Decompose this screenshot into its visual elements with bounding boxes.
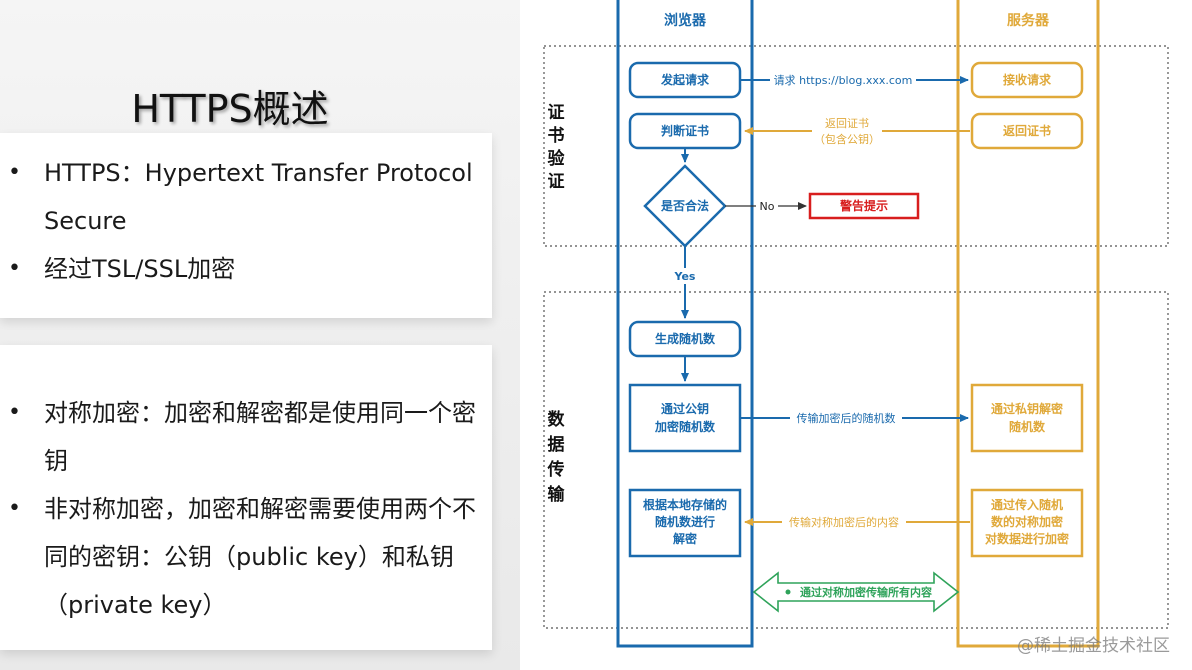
warning-label: 警告提示 <box>839 198 888 213</box>
bullet-text: 经过TSL/SSL加密 <box>44 255 236 283</box>
bullet-card-https: • HTTPS：Hypertext Transfer Protocol Secur… <box>0 133 492 318</box>
section-char: 证 <box>548 103 565 123</box>
decrypt-private-key-node <box>970 383 1084 453</box>
section-char: 书 <box>548 126 565 146</box>
edge-label-bg <box>670 268 700 284</box>
browser-decrypt-label-3: 解密 <box>673 531 697 546</box>
server-encrypt-label-3: 对数据进行加密 <box>985 531 1069 546</box>
section-char: 数 <box>548 409 566 430</box>
bullet-text: HTTPS：Hypertext Transfer Protocol Secure <box>44 159 473 235</box>
send-request-node <box>628 61 742 99</box>
encrypt-public-key-label-1: 通过公钥 <box>661 401 709 416</box>
bullet-dot: • <box>8 400 21 425</box>
send-request-label: 发起请求 <box>660 72 710 87</box>
edge-label-bg <box>812 115 882 147</box>
browser-decrypt-label-2: 随机数进行 <box>655 514 715 529</box>
bullet-dot: • <box>8 160 21 185</box>
bullet-text: 非对称加密，加密和解密需要使用两个不同的密钥：公钥（public key）和私钥… <box>44 495 476 619</box>
bullet-dot: • <box>8 256 21 281</box>
encrypt-public-key-node <box>628 383 742 453</box>
receive-request-node <box>970 61 1084 99</box>
gen-random-label: 生成随机数 <box>655 331 716 346</box>
yes-label: Yes <box>674 270 696 283</box>
browser-decrypt-label-1: 根据本地存储的 <box>643 497 727 512</box>
data-section-frame <box>543 291 1169 629</box>
symmetric-channel-double-arrow <box>752 571 960 613</box>
warning-node <box>808 192 920 220</box>
receive-request-label: 接收请求 <box>1003 72 1052 87</box>
green-dot-icon <box>785 589 791 595</box>
bullet-dot: • <box>8 496 21 521</box>
edge-label-bg <box>770 72 916 88</box>
slide-title: HTTPS概述 <box>131 87 329 131</box>
bullet-item: • HTTPS：Hypertext Transfer Protocol Secur… <box>0 149 492 245</box>
request-url-label: 请求 https://blog.xxx.com <box>774 74 913 87</box>
return-cert-node <box>970 112 1084 150</box>
browser-decrypt-node <box>628 488 742 558</box>
browser-lane-title: 浏览器 <box>664 12 707 29</box>
section-char: 验 <box>548 148 566 169</box>
no-label: No <box>760 200 775 213</box>
bullet-item: • 非对称加密，加密和解密需要使用两个不同的密钥：公钥（public key）和私… <box>0 485 492 629</box>
is-valid-label: 是否合法 <box>660 198 709 213</box>
server-lane-title: 服务器 <box>1007 12 1050 29</box>
server-encrypt-node <box>970 488 1084 558</box>
check-cert-label: 判断证书 <box>661 123 709 138</box>
bullet-item: • 对称加密：加密和解密都是使用同一个密钥 <box>0 389 492 485</box>
section-char: 证 <box>548 172 565 192</box>
return-cert-node-label: 返回证书 <box>1003 123 1051 138</box>
section-char: 据 <box>548 434 565 455</box>
server-encrypt-label-1: 通过传入随机 <box>991 497 1063 512</box>
cert-section-frame <box>543 45 1169 247</box>
bullet-item: • 经过TSL/SSL加密 <box>0 245 492 293</box>
section-char: 传 <box>547 459 565 480</box>
data-section-label: 数 据 传 输 <box>547 409 566 505</box>
bullet-card-encryption: • 对称加密：加密和解密都是使用同一个密钥 • 非对称加密，加密和解密需要使用两个不… <box>0 345 492 650</box>
bullet-text: 对称加密：加密和解密都是使用同一个密钥 <box>44 399 476 475</box>
diagram-background <box>520 0 1192 670</box>
cert-section-label: 证 书 验 证 <box>548 103 566 192</box>
server-encrypt-label-2: 数的对称加密 <box>991 514 1063 529</box>
watermark: @稀土掘金技术社区 <box>1017 636 1170 656</box>
decrypt-private-key-label-2: 随机数 <box>1009 419 1046 434</box>
browser-lane <box>616 0 754 648</box>
encrypt-public-key-label-2: 加密随机数 <box>654 419 716 434</box>
edge-label-bg <box>782 514 906 530</box>
send-random-label: 传输加密后的随机数 <box>797 411 896 425</box>
return-cert-edge-label: 返回证书 <box>825 117 869 130</box>
symmetric-channel-label: 通过对称加密传输所有内容 <box>800 585 932 599</box>
edge-label-bg <box>756 199 778 213</box>
section-char: 输 <box>548 484 566 505</box>
edge-label-bg <box>790 410 902 426</box>
send-content-label: 传输对称加密后的内容 <box>789 515 899 529</box>
server-lane <box>956 0 1100 648</box>
return-cert-edge-sublabel: （包含公钥） <box>814 132 880 146</box>
decrypt-private-key-label-1: 通过私钥解密 <box>991 401 1063 416</box>
